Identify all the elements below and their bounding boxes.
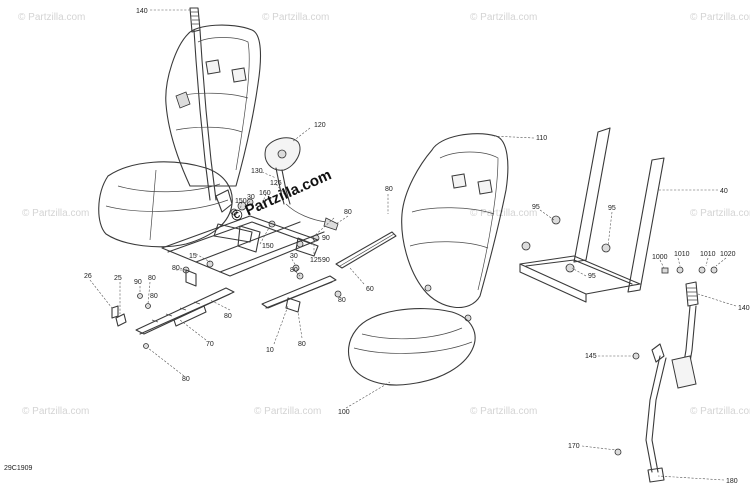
callout-170: 170 <box>568 443 580 450</box>
callout-80: 80 <box>150 293 158 300</box>
right-seat-cushion <box>347 308 476 386</box>
callout-1000: 1000 <box>652 254 668 261</box>
watermark: © Partzilla.com <box>470 208 537 219</box>
callout-80: 80 <box>182 376 190 383</box>
watermark: © Partzilla.com <box>22 406 89 417</box>
watermark: © Partzilla.com <box>470 406 537 417</box>
watermark: © Partzilla.com <box>262 12 329 23</box>
left-seatbelt <box>189 7 217 201</box>
callout-126: 126 <box>270 180 282 187</box>
callout-labels: 140 120 110 130 126 160 30 150 80 80 95 … <box>84 8 750 485</box>
callout-leaders <box>89 9 737 481</box>
callout-130: 130 <box>251 168 263 175</box>
callout-25: 25 <box>114 275 122 282</box>
watermark-layer: © Partzilla.com © Partzilla.com © Partzi… <box>18 12 750 417</box>
callout-10: 10 <box>266 347 274 354</box>
callout-95: 95 <box>588 273 596 280</box>
callout-125: 125 <box>310 257 322 264</box>
callout-1010: 1010 <box>700 251 716 258</box>
callout-30: 30 <box>247 194 255 201</box>
callout-95: 95 <box>608 205 616 212</box>
callout-160: 160 <box>259 190 271 197</box>
callout-120: 120 <box>314 122 326 129</box>
callout-40: 40 <box>720 188 728 195</box>
drawing-id: 29C1909 <box>4 465 33 472</box>
callout-1010: 1010 <box>674 251 690 258</box>
center-watermark: © Partzilla.com <box>229 166 334 225</box>
callout-95: 95 <box>532 204 540 211</box>
callout-110: 110 <box>536 135 547 142</box>
left-seat-frame <box>161 215 325 287</box>
callout-145: 145 <box>585 353 597 360</box>
callout-90: 90 <box>134 279 142 286</box>
callout-80: 80 <box>344 209 352 216</box>
right-seatbelt <box>645 281 699 483</box>
callout-140: 140 <box>738 305 750 312</box>
callout-140: 140 <box>136 8 148 15</box>
watermark: © Partzilla.com <box>22 208 89 219</box>
watermark: © Partzilla.com <box>690 208 750 219</box>
watermark: © Partzilla.com <box>690 406 750 417</box>
callout-70: 70 <box>206 341 214 348</box>
callout-80: 80 <box>338 297 346 304</box>
callout-26: 26 <box>84 273 92 280</box>
callout-180: 180 <box>726 478 738 485</box>
callout-150: 150 <box>235 198 247 205</box>
seat-adjuster-lever <box>264 137 339 231</box>
callout-1020: 1020 <box>720 251 736 258</box>
callout-80: 80 <box>148 275 156 282</box>
callout-15: 15 <box>189 253 197 260</box>
callout-100: 100 <box>338 409 350 416</box>
long-rail <box>335 231 397 269</box>
watermark: © Partzilla.com <box>18 12 85 23</box>
right-belt-hardware <box>614 266 718 456</box>
watermark: © Partzilla.com <box>470 12 537 23</box>
watermark: © Partzilla.com <box>690 12 750 23</box>
right-seat-frame <box>519 127 665 303</box>
small-clip-parts <box>111 293 151 349</box>
callout-90: 90 <box>322 257 330 264</box>
callout-80: 80 <box>385 186 393 193</box>
callout-80: 80 <box>298 341 306 348</box>
right-seat-backrest <box>401 133 509 322</box>
watermark: © Partzilla.com <box>254 406 321 417</box>
callout-80: 80 <box>172 265 180 272</box>
callout-90: 90 <box>322 235 330 242</box>
left-slide-rail <box>135 287 235 335</box>
callout-80: 80 <box>290 267 298 274</box>
callout-30: 30 <box>290 253 298 260</box>
callout-150: 150 <box>262 243 274 250</box>
callout-80: 80 <box>224 313 232 320</box>
center-slide-rail <box>261 275 337 313</box>
callout-60: 60 <box>366 286 374 293</box>
